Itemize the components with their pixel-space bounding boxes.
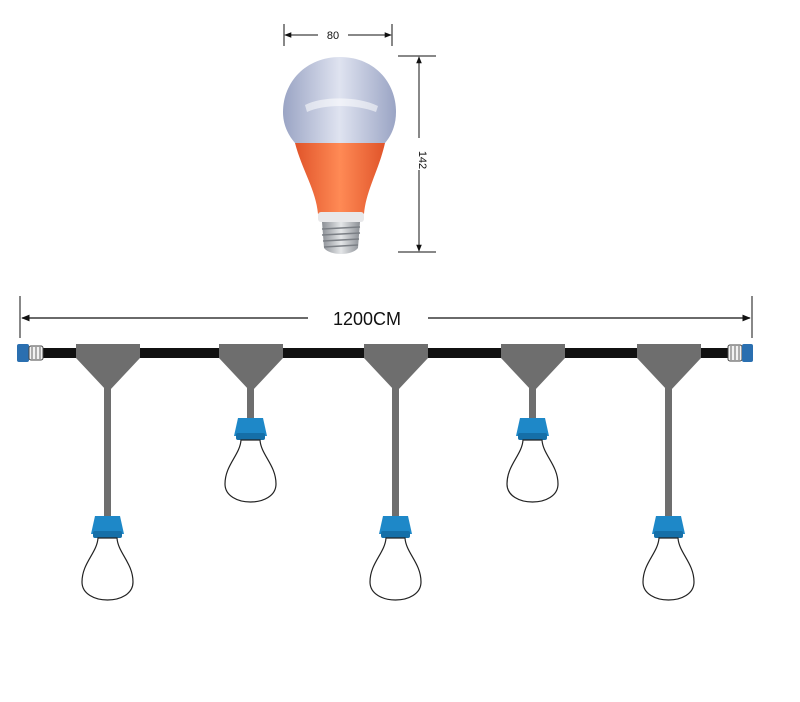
tee-junction	[219, 344, 283, 390]
outline-bulb	[369, 537, 422, 601]
drop-cord	[529, 388, 536, 418]
height-dimension-label: 142	[416, 151, 428, 169]
drop-cord	[665, 388, 672, 516]
socket-collar	[236, 433, 265, 440]
socket-collar	[518, 433, 547, 440]
outline-bulb	[642, 537, 695, 601]
bulb-highlight	[305, 98, 378, 112]
tee-junction	[501, 344, 565, 390]
drop-cord	[104, 388, 111, 516]
length-dimension-label: 1200CM	[333, 309, 401, 329]
bulb-orange-band	[295, 143, 385, 214]
socket-holder	[234, 418, 267, 436]
tee-junction	[364, 344, 428, 390]
width-dimension-label: 80	[327, 30, 339, 42]
outline-bulb	[506, 439, 559, 503]
tee-junction	[637, 344, 701, 390]
socket-holder	[91, 516, 124, 534]
socket-drop	[219, 344, 283, 503]
colored-bulb-image	[283, 57, 396, 254]
right-connector	[727, 344, 753, 362]
socket-collar	[381, 531, 410, 538]
socket-drop	[637, 344, 701, 601]
string-light-diagram: 1200CM	[17, 296, 753, 601]
screw-threads	[321, 226, 361, 248]
drop-cord	[392, 388, 399, 516]
socket-drop	[76, 344, 140, 601]
outline-bulb	[224, 439, 277, 503]
socket-collar	[654, 531, 683, 538]
socket-collar	[93, 531, 122, 538]
drop-cord	[247, 388, 254, 418]
socket-drop	[501, 344, 565, 503]
socket-drop	[364, 344, 428, 601]
tee-junction	[76, 344, 140, 390]
socket-holder	[516, 418, 549, 436]
bulb-neck	[318, 212, 364, 222]
bulb-dimension-drawing: 80 142	[283, 24, 436, 254]
socket-holder	[379, 516, 412, 534]
socket-holder	[652, 516, 685, 534]
left-connector	[17, 344, 44, 362]
outline-bulb	[81, 537, 134, 601]
